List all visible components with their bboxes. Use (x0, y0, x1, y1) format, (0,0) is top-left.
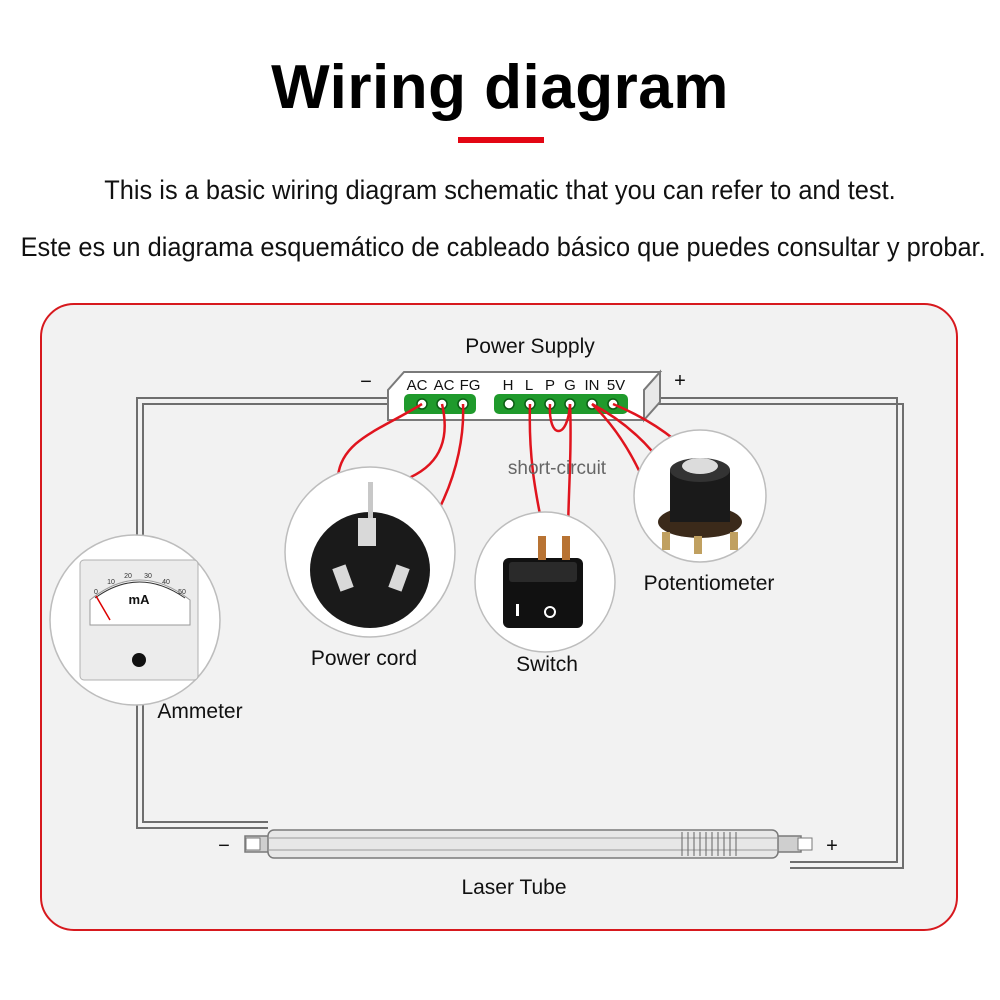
laser-tube-plus: + (826, 835, 838, 857)
switch-image (474, 511, 616, 653)
terminal-label-fg: FG (460, 377, 481, 394)
power-cord-image (284, 466, 456, 638)
ammeter-scale-40: 40 (162, 579, 170, 586)
ammeter-label: Ammeter (157, 700, 242, 723)
terminal-label-ac-2: AC (434, 377, 455, 394)
power-supply-plus: + (674, 370, 686, 392)
potentiometer-label: Potentiometer (644, 572, 775, 595)
terminal-label-g: G (564, 377, 576, 394)
ammeter-unit: mA (129, 592, 151, 607)
terminal-label-h: H (503, 377, 514, 394)
laser-tube-minus: − (218, 835, 230, 857)
power-supply (387, 369, 663, 423)
ammeter-scale-10: 10 (107, 579, 115, 586)
description-spanish: Este es un diagrama esquemático de cable… (20, 232, 986, 262)
page-title: Wiring diagram (271, 53, 729, 122)
switch-label: Switch (516, 653, 578, 676)
terminal-label-5v: 5V (607, 377, 625, 394)
outer-circuit-wire (136, 397, 904, 869)
power-supply-minus: − (360, 371, 372, 393)
ammeter-scale-50: 50 (178, 589, 186, 596)
ammeter-image (49, 534, 221, 706)
ammeter-scale-30: 30 (144, 573, 152, 580)
short-circuit-label: short-circuit (508, 458, 607, 479)
title-underline (458, 137, 544, 143)
description-english: This is a basic wiring diagram schematic… (104, 175, 896, 205)
terminal-label-l: L (525, 377, 533, 394)
ammeter-scale-20: 20 (124, 573, 132, 580)
potentiometer-image (633, 429, 767, 563)
terminal-label-in: IN (585, 377, 600, 394)
terminal-label-ac-1: AC (407, 377, 428, 394)
power-supply-label: Power Supply (465, 335, 595, 358)
laser-tube (244, 829, 813, 859)
terminal-label-p: P (545, 377, 555, 394)
power-cord-label: Power cord (311, 647, 417, 670)
laser-tube-label: Laser Tube (461, 876, 566, 899)
ammeter-scale-0: 0 (94, 589, 98, 596)
